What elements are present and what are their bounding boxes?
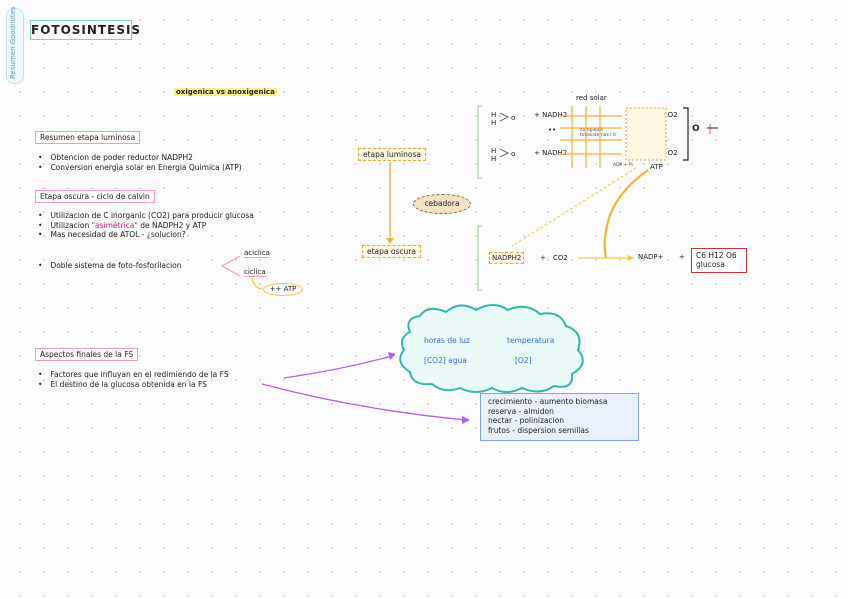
list-item: crecimiento - aumento biomasa: [488, 397, 608, 406]
page-title: FOTOSINTESIS: [30, 20, 140, 40]
heading-aspectos-finales: Aspectos finales de la FS: [35, 348, 139, 361]
phase-bracket: [477, 225, 482, 291]
red-solar-grid: [560, 106, 622, 168]
c6-formula: C6 H12 O6: [696, 251, 737, 260]
list-item: reserva - almidon: [488, 406, 554, 416]
subtitle: oxigenica vs anoxigenica: [174, 88, 277, 96]
phase-bracket: [477, 105, 482, 179]
list-item: Utilizacion "asimétrica" de NADPH2 y ATP: [38, 221, 254, 231]
co2-arrow-head: [628, 255, 634, 261]
destino-arrow: [261, 383, 467, 421]
cebadora-ellipse: cebadora: [413, 194, 471, 214]
o2-bracket: [683, 107, 689, 161]
heading-etapa-oscura: Etapa oscura - ciclo de calvin: [35, 190, 155, 203]
nadh2-label-top: + NADH2: [534, 111, 568, 119]
item-text: de NADPH2 y ATP: [140, 220, 207, 230]
o-label: o: [511, 150, 516, 158]
dots-label: ••: [548, 126, 557, 134]
red-solar-label: red solar: [576, 94, 607, 102]
sidebar-tab[interactable]: Resumen Goodnotes: [6, 6, 24, 84]
factor-o2: [O2]: [515, 356, 532, 365]
factores-cloud: [399, 304, 584, 393]
luminosa-list: Obtencion de poder reductor NADPH2 Conve…: [38, 153, 242, 173]
destino-arrow-head: [462, 416, 470, 424]
h-label: H: [491, 119, 497, 127]
plus-label: +: [540, 254, 546, 262]
atp-label: ATP: [650, 163, 663, 171]
c6-name: glucosa: [696, 260, 725, 269]
o2-symbol: O: [692, 124, 700, 134]
co2-label: CO2: [553, 254, 568, 262]
list-item: Conversion energia solar en Energia Quim…: [38, 163, 241, 173]
factores-arrow: [283, 355, 393, 379]
etapa-oscura-box: etapa oscura: [362, 245, 421, 258]
list-item: Obtencion de poder reductor NADPH2: [38, 153, 242, 163]
list-item: frutos - dispersion semillas: [488, 425, 589, 435]
list-item: Mas necesidad de ATOL - ¿solucion?: [38, 230, 254, 240]
nadp-label: NADP+: [638, 253, 664, 261]
list-item: Factores que influyan en el redimiendo d…: [38, 370, 228, 380]
heading-etapa-luminosa: Resumen etapa luminosa: [35, 131, 141, 144]
highlight-asimetrica: "asimétrica": [91, 220, 138, 230]
more-atp-badge: ++ ATP: [263, 283, 303, 296]
flow-arrow-head: [386, 238, 394, 244]
water-bond: [499, 148, 510, 158]
destino-glucosa-box: crecimiento - aumento biomasa reserva - …: [480, 393, 639, 441]
oscura-list: Utilizacion de C inorganic (CO2) para pr…: [38, 211, 254, 240]
nadph2-box: NADPH2: [489, 252, 525, 264]
complejos-label: complejos fotosistemas I II: [580, 128, 616, 138]
h-label: H: [491, 155, 497, 163]
list-item: Doble sistema de foto-fosforilacion: [38, 261, 181, 271]
etapa-luminosa-box: etapa luminosa: [358, 148, 426, 161]
o-label: o: [511, 114, 516, 122]
nadh2-label-bottom: + NADH2: [534, 149, 568, 157]
water-bond: [499, 112, 510, 122]
list-item: Utilizacion de C inorganic (CO2) para pr…: [38, 211, 253, 221]
plus-label: +: [679, 253, 685, 261]
nadph2-dashed-link: [511, 167, 637, 247]
item-text: Utilizacion: [50, 220, 90, 230]
h-label: H: [491, 111, 497, 119]
factor-temperatura: temperatura: [507, 336, 555, 345]
list-item: El destino de la glucosa obtenida en la …: [38, 380, 229, 390]
fosforilacion-list: Doble sistema de foto-fosforilacion: [38, 261, 181, 271]
atp-curve: [603, 169, 649, 259]
factor-co2-agua: [CO2] agua: [424, 356, 467, 365]
list-item: nectar - polinizacion: [488, 416, 565, 425]
adp-label: ADP + Pi: [613, 163, 633, 168]
aspectos-list: Factores que influyan en el redimiendo d…: [38, 370, 229, 390]
atp-link: [251, 277, 263, 290]
factor-horas-luz: horas de luz: [424, 336, 470, 345]
h-label: H: [491, 147, 497, 155]
label-ciclica: ciclica: [244, 268, 266, 277]
factores-arrow-head: [388, 352, 396, 360]
label-aciclica: aciclica: [244, 249, 270, 258]
nadph2-column: [625, 107, 667, 161]
fosforilacion-bracket: [220, 255, 241, 277]
